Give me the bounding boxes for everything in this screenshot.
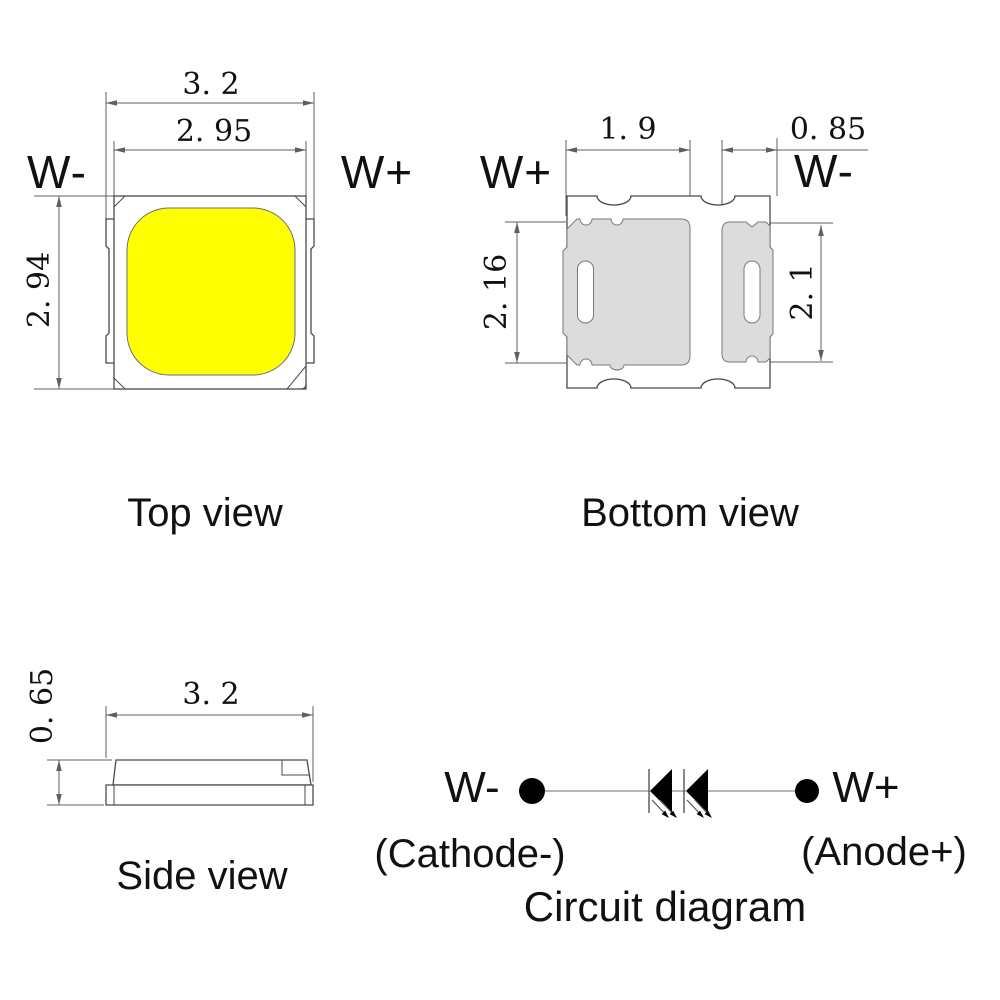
bottom-view-drawing: [505, 138, 868, 389]
top-view-title: Top view: [127, 491, 283, 535]
side-view-body: [112, 759, 312, 786]
top-view-dimension-lines: [34, 92, 315, 390]
anode-terminal-dot: [795, 779, 819, 803]
circuit-diagram-title: Circuit diagram: [523, 883, 807, 930]
diode-1-triangle: [650, 769, 672, 813]
side-view-base-rail: [105, 784, 314, 806]
top-view-right-lead: [306, 218, 315, 364]
bottom-view-cathode-pad-height-dim: 2. 1: [785, 263, 820, 321]
top-view-drawing: [34, 92, 315, 390]
side-view-rail-lead-marks: [113, 785, 306, 805]
bottom-view-dimension-lines: [505, 138, 868, 364]
bottom-view-anode-pad-width-dim: 1. 9: [599, 112, 657, 147]
bottom-view-cathode-pad-slot: [743, 260, 761, 324]
circuit-cathode-sub-label: (Cathode-): [374, 832, 566, 876]
side-view-thickness-dim: 0. 65: [25, 667, 60, 745]
circuit-anode-terminal-label: W+: [832, 763, 900, 812]
circuit-anode-sub-label: (Anode+): [801, 830, 967, 874]
diode-cathode-bars: [648, 769, 685, 813]
bottom-view-anode-terminal-label: W+: [479, 146, 553, 198]
top-view-emitter-surface: [126, 207, 296, 376]
bottom-view-anode-pad-slot: [577, 260, 594, 324]
cathode-terminal-dot: [519, 778, 545, 804]
side-view-title: Side view: [116, 854, 288, 898]
top-view-cathode-terminal-label: W-: [27, 146, 87, 198]
bottom-view-anode-pad-height-dim: 2. 16: [479, 253, 514, 331]
bottom-view-cathode-terminal-label: W-: [794, 145, 854, 197]
side-view-dimension-lines: [47, 706, 314, 806]
side-view-body-notch: [281, 760, 310, 776]
bottom-view-title: Bottom view: [581, 491, 799, 535]
top-view-anode-terminal-label: W+: [340, 146, 414, 198]
top-view-corner-marks: [113, 195, 307, 390]
bottom-view-anode-pad: [562, 218, 691, 371]
bottom-view-cathode-pad-width-dim: 0. 85: [789, 112, 867, 147]
circuit-drawing: [519, 769, 819, 818]
top-view-body-height-dim: 2. 94: [22, 251, 57, 329]
side-view-drawing: [47, 706, 314, 806]
side-view-width-dim: 3. 2: [182, 677, 240, 712]
top-view-left-lead: [105, 218, 114, 364]
top-view-body-width-dim: 2. 95: [175, 114, 253, 149]
top-view-overall-width-dim: 3. 2: [182, 67, 240, 102]
diode-2-triangle: [686, 769, 708, 813]
light-emission-arrows: [651, 799, 712, 818]
circuit-cathode-terminal-label: W-: [444, 763, 500, 812]
